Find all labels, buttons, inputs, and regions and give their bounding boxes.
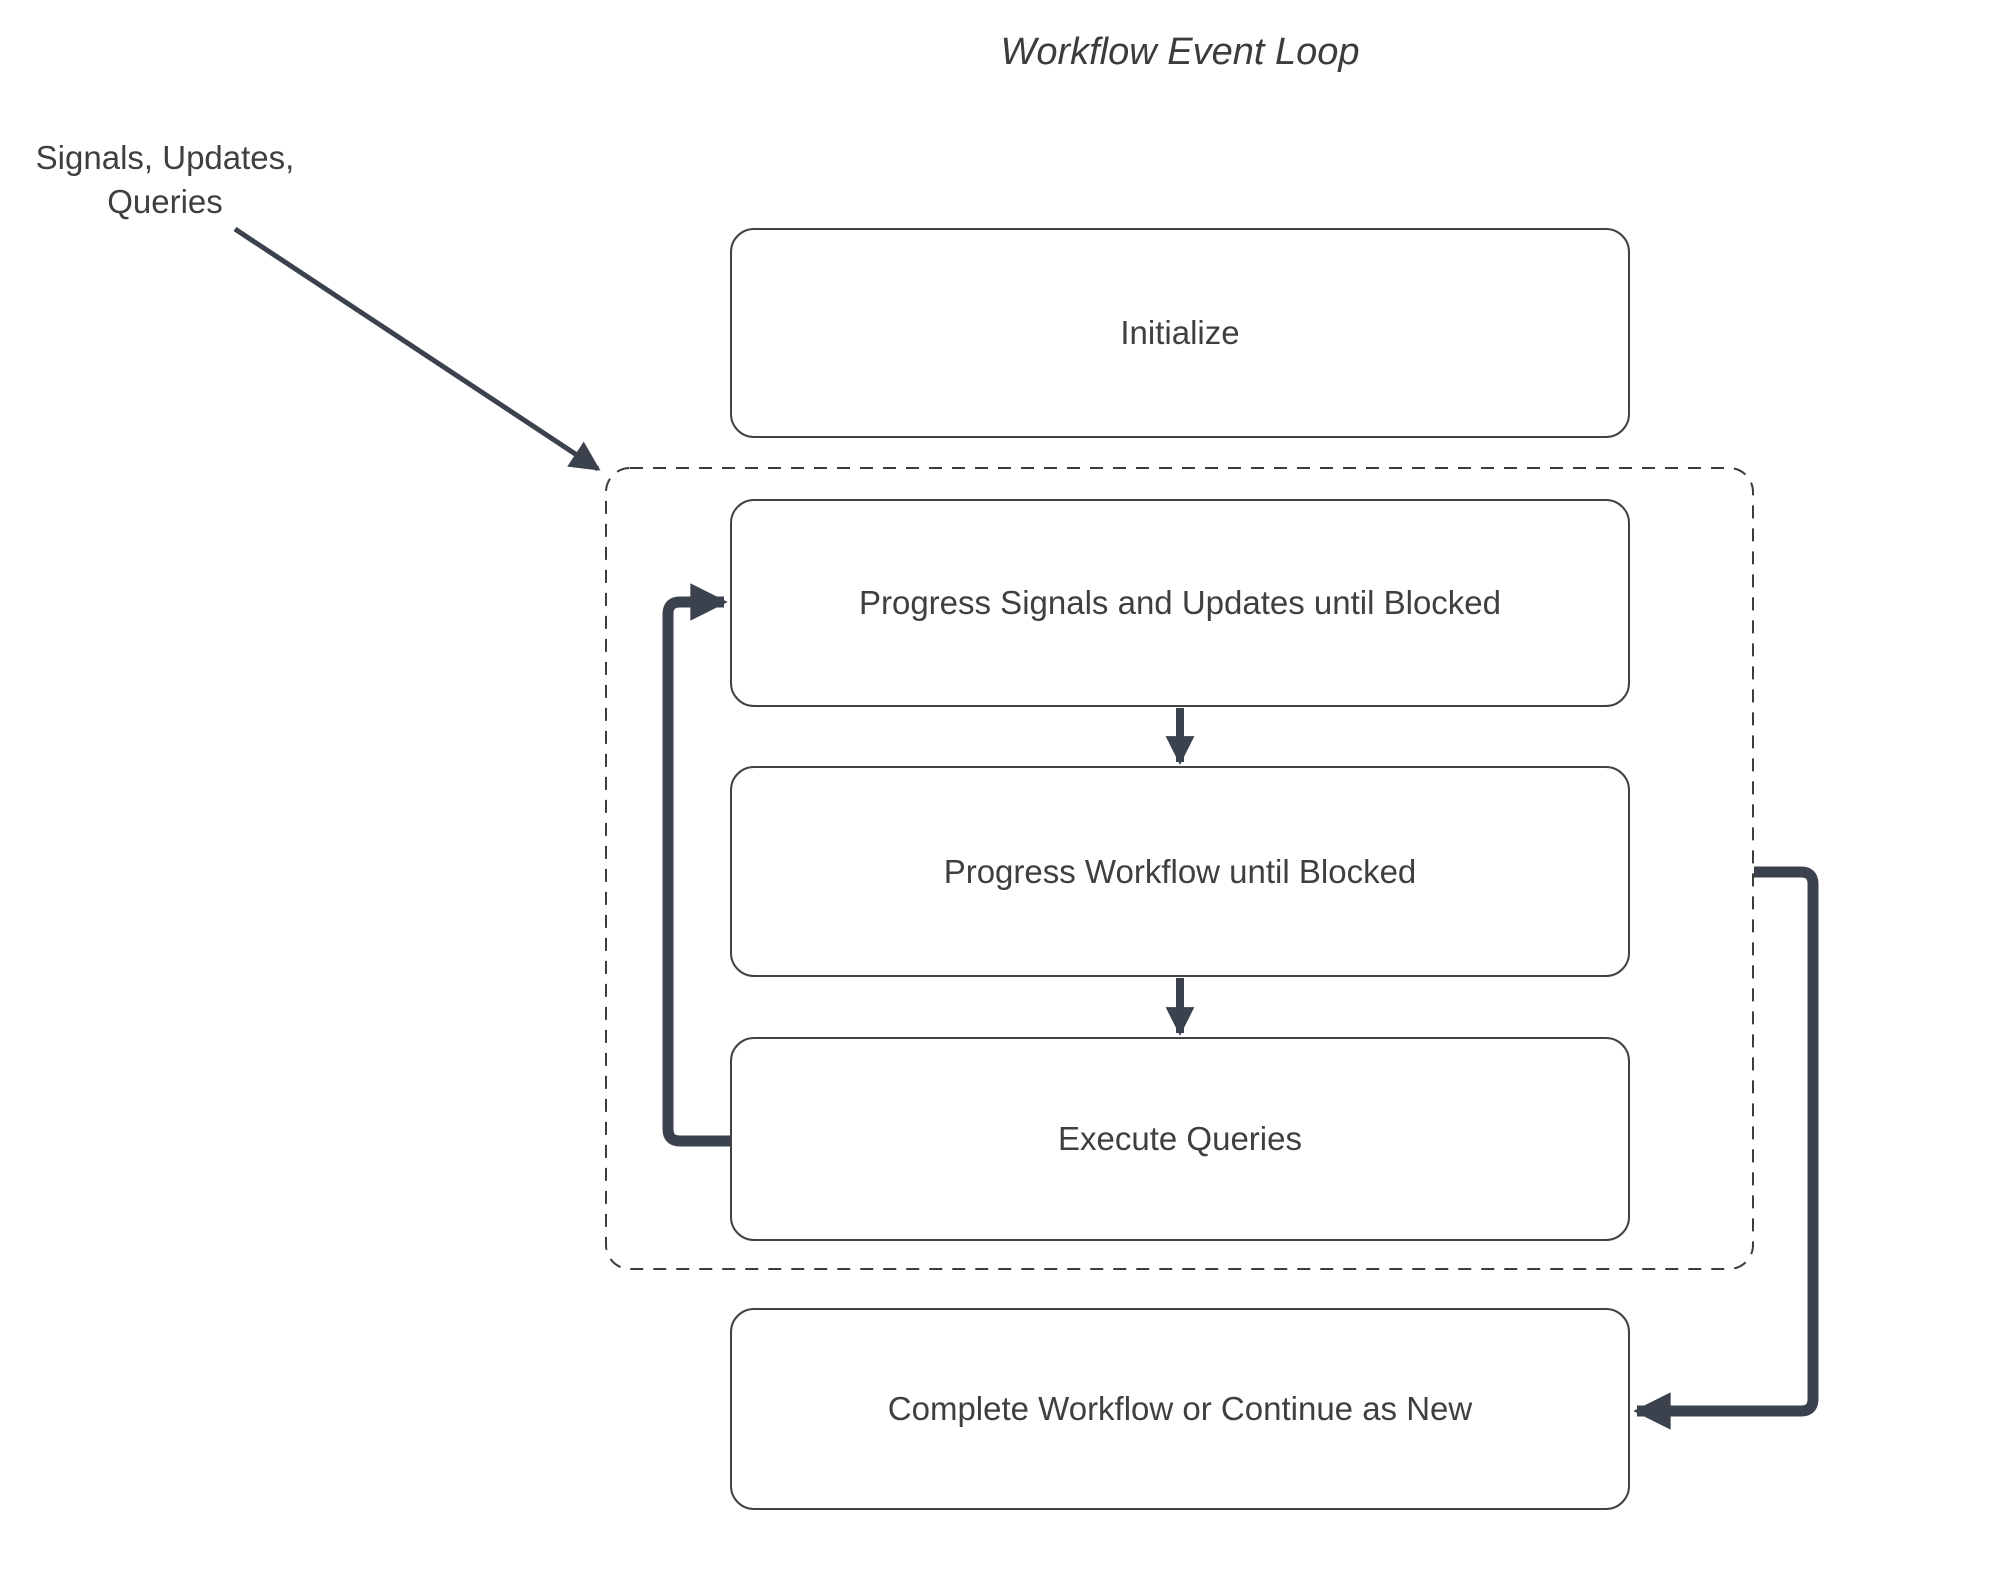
node-label: Progress Workflow until Blocked [943,852,1417,890]
node-progress-workflow: Progress Workflow until Blocked [730,766,1630,977]
node-initialize: Initialize [730,228,1630,438]
node-label: Execute Queries [1058,1120,1302,1157]
node-label: Progress Signals and Updates until Block… [858,584,1502,621]
edge-inputs-arrow [233,226,601,472]
edge-queries-loop-back-arrow [662,583,730,1147]
node-label: Complete Workflow or Continue as New [887,1390,1473,1427]
diagram-title: Workflow Event Loop [1000,31,1360,73]
input-sources-label: Signals, Updates, Queries [35,139,295,220]
node-label: Initialize [1120,314,1240,351]
edge-workflow-to-complete-arrow [1633,866,1819,1430]
node-complete: Complete Workflow or Continue as New [730,1308,1630,1510]
node-execute-queries: Execute Queries [730,1037,1630,1241]
node-progress-signals: Progress Signals and Updates until Block… [730,499,1630,707]
